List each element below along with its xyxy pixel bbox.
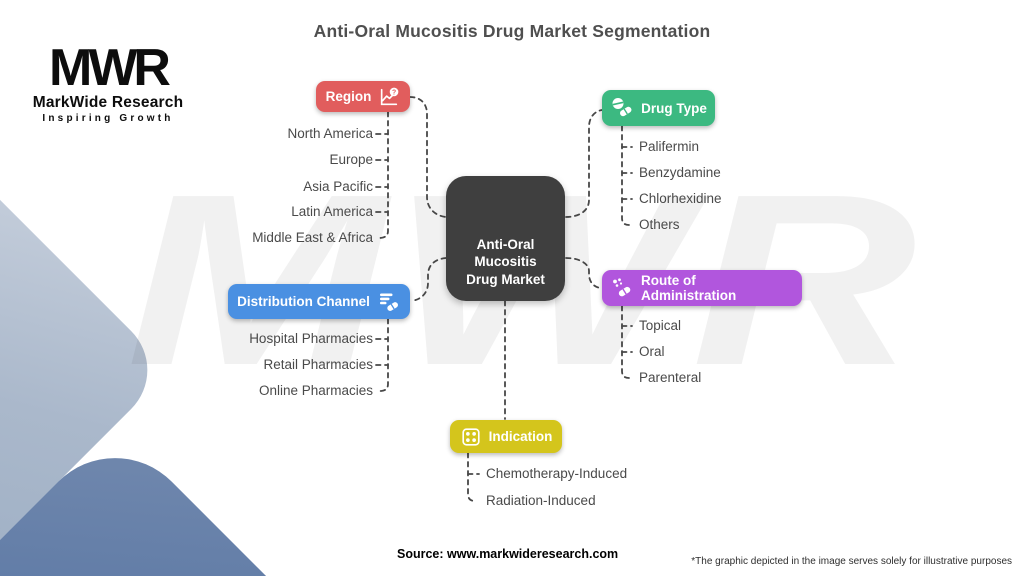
branch-route-of-administration-label: Route of Administration: [641, 273, 737, 303]
list-capsule-icon: [377, 290, 401, 314]
center-node-label: Anti-Oral Mucositis Drug Market: [466, 236, 545, 287]
leaf-drug-type-chlorhexidine: Chlorhexidine: [639, 191, 722, 206]
pills-icon: [610, 96, 634, 120]
leaf-distribution-retail-pharmacies: Retail Pharmacies: [263, 357, 373, 372]
leaf-drug-type-palifermin: Palifermin: [639, 139, 700, 154]
logo-tagline: Inspiring Growth: [42, 113, 174, 124]
branch-node-distribution-channel: Distribution Channel: [228, 284, 410, 319]
center-node: Anti-Oral Mucositis Drug Market: [446, 176, 565, 301]
leaf-region-north-america: North America: [287, 126, 373, 141]
brand-logo: MWR MarkWide Research Inspiring Growth: [28, 40, 188, 124]
branch-node-drug-type: Drug Type: [602, 90, 715, 126]
leaf-route-topical: Topical: [639, 318, 682, 333]
chart-question-icon: ?: [378, 86, 400, 108]
leaf-drug-type-benzydamine: Benzydamine: [639, 165, 721, 180]
branch-distribution-channel-label: Distribution Channel: [237, 294, 370, 309]
branch-node-region: Region ?: [316, 81, 410, 112]
leaf-region-middle-east-africa: Middle East & Africa: [252, 230, 373, 245]
leaf-route-oral: Oral: [639, 344, 665, 359]
page-title: Anti-Oral Mucositis Drug Market Segmenta…: [313, 21, 711, 41]
svg-text:?: ?: [392, 89, 396, 96]
leaf-region-europe: Europe: [329, 152, 373, 167]
leaf-distribution-hospital-pharmacies: Hospital Pharmacies: [249, 331, 373, 346]
leaf-drug-type-others: Others: [639, 217, 680, 232]
leaf-region-latin-america: Latin America: [291, 204, 373, 219]
logo-mark: MWR: [49, 39, 171, 97]
leaf-distribution-online-pharmacies: Online Pharmacies: [258, 383, 373, 398]
logo-name: MarkWide Research: [32, 94, 184, 111]
disclaimer-text: *The graphic depicted in the image serve…: [691, 556, 1012, 567]
pillbox-grid-icon: [460, 426, 482, 448]
branch-drug-type-label: Drug Type: [641, 100, 707, 116]
leaf-region-asia-pacific: Asia Pacific: [303, 179, 373, 194]
branch-indication-label: Indication: [488, 429, 553, 444]
branch-region-label: Region: [325, 89, 372, 104]
leaf-indication-radiation-induced: Radiation-Induced: [486, 493, 596, 508]
branch-node-route-of-administration: Route of Administration: [602, 270, 802, 306]
leaf-route-parenteral: Parenteral: [639, 370, 702, 385]
branch-node-indication: Indication: [450, 420, 562, 453]
leaf-indication-chemotherapy-induced: Chemotherapy-Induced: [486, 466, 628, 481]
source-text: Source: www.markwideresearch.com: [397, 547, 619, 561]
capsule-dots-icon: [610, 276, 634, 300]
